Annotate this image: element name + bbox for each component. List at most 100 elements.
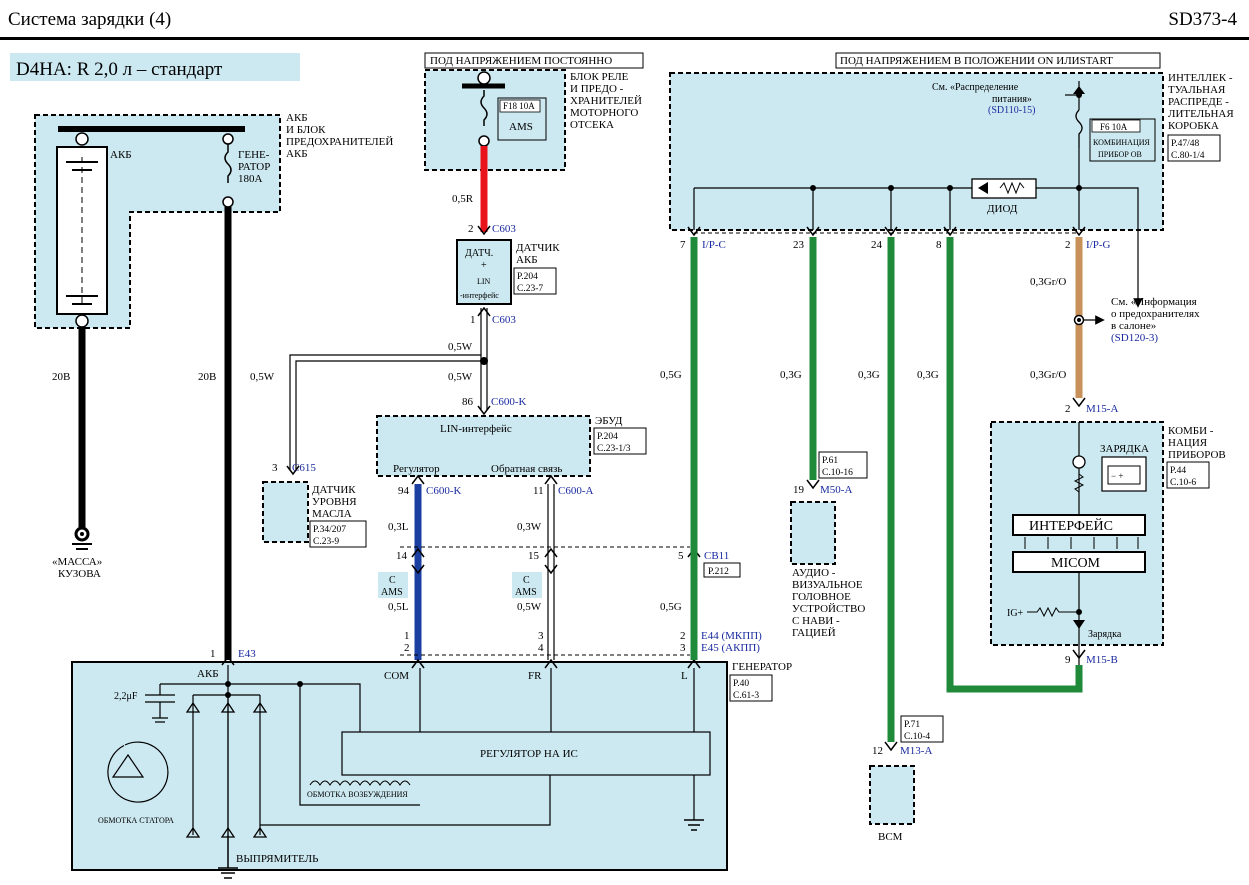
svg-text:24: 24: [871, 239, 883, 251]
svg-text:P.61: P.61: [822, 456, 838, 466]
svg-text:AMS: AMS: [381, 587, 403, 598]
svg-text:P.47/48: P.47/48: [1171, 139, 1199, 149]
svg-text:АКБ: АКБ: [286, 112, 308, 124]
svg-text:Регулятор: Регулятор: [393, 463, 440, 475]
svg-text:AMS: AMS: [515, 587, 537, 598]
svg-text:И БЛОК: И БЛОК: [286, 124, 326, 136]
svg-text:ПРИБОР ОВ: ПРИБОР ОВ: [1098, 150, 1142, 159]
battery-sensor: ДАТЧ. + LIN -интерфейс ДАТЧИК АКБ P.204 …: [456, 239, 560, 305]
svg-text:ТУАЛЬНАЯ: ТУАЛЬНАЯ: [1168, 84, 1226, 96]
svg-text:0,5G: 0,5G: [660, 601, 682, 613]
svg-text:19: 19: [793, 484, 805, 496]
engine-label-bg: [10, 53, 300, 81]
svg-text:14: 14: [396, 550, 408, 562]
svg-text:94: 94: [398, 485, 410, 497]
svg-text:7: 7: [680, 239, 686, 251]
svg-text:3: 3: [680, 642, 686, 654]
wire-white-fr: [547, 484, 555, 660]
svg-text:0,5W: 0,5W: [448, 371, 473, 383]
svg-text:P.44: P.44: [1170, 466, 1186, 476]
svg-text:L: L: [681, 670, 688, 682]
svg-text:MICOM: MICOM: [1051, 556, 1101, 571]
svg-text:ПОД НАПРЯЖЕНИЕМ В ПОЛОЖЕНИИ O: ПОД НАПРЯЖЕНИЕМ В ПОЛОЖЕНИИ ON ИЛИSTART: [840, 55, 1113, 67]
battery-fuse-block: АКБ ГЕНЕ- РАТОР 180A АКБ И БЛОК ПРЕДОХРА…: [34, 112, 393, 329]
svg-text:C.23-9: C.23-9: [313, 537, 339, 547]
page-header: Система зарядки (4) SD373-4: [0, 0, 1249, 40]
oil-level-sensor: ДАТЧИК УРОВНЯ МАСЛА P.34/207 C.23-9: [262, 481, 367, 548]
svg-text:P.34/207: P.34/207: [313, 525, 346, 535]
svg-text:C: C: [523, 575, 530, 586]
svg-text:CB11: CB11: [704, 550, 729, 562]
engine-label: D4HA: R 2,0 л – стандарт: [16, 59, 223, 80]
svg-text:ГЕНЕ-: ГЕНЕ-: [238, 149, 270, 161]
svg-text:23: 23: [793, 239, 805, 251]
svg-text:0,5G: 0,5G: [660, 369, 682, 381]
svg-text:P.204: P.204: [597, 432, 618, 442]
wire-white-lin: [289, 308, 488, 470]
svg-text:И ПРЕДО -: И ПРЕДО -: [570, 83, 624, 95]
svg-text:+: +: [481, 260, 487, 271]
svg-text:M15-B: M15-B: [1086, 654, 1118, 666]
svg-text:AMS: AMS: [509, 121, 533, 133]
audio-head-unit: АУДИО - ВИЗУАЛЬНОЕ ГОЛОВНОЕ УСТРОЙСТВО С…: [790, 501, 865, 639]
svg-text:M13-A: M13-A: [900, 745, 932, 757]
svg-text:ЗАРЯДКА: ЗАРЯДКА: [1100, 443, 1149, 455]
svg-text:РЕГУЛЯТОР НА ИС: РЕГУЛЯТОР НА ИС: [480, 748, 578, 760]
svg-text:C600-A: C600-A: [558, 485, 594, 497]
svg-text:0,5W: 0,5W: [517, 601, 542, 613]
svg-text:Обратная связь: Обратная связь: [491, 463, 562, 475]
ic-regulator: [341, 731, 711, 776]
svg-text:1: 1: [210, 648, 216, 660]
svg-text:0,3G: 0,3G: [858, 369, 880, 381]
svg-text:КОМБИНАЦИЯ: КОМБИНАЦИЯ: [1093, 138, 1151, 147]
svg-text:(SD110-15): (SD110-15): [988, 105, 1035, 116]
svg-text:АКБ: АКБ: [516, 254, 538, 266]
svg-text:АУДИО -: АУДИО -: [792, 567, 836, 579]
svg-text:C.10-16: C.10-16: [822, 468, 853, 478]
svg-text:0,5R: 0,5R: [452, 193, 474, 205]
svg-text:ПРИБОРОВ: ПРИБОРОВ: [1168, 449, 1226, 461]
svg-text:КОРОБКА: КОРОБКА: [1168, 120, 1219, 132]
svg-text:АКБ: АКБ: [286, 148, 308, 160]
svg-text:C.23-7: C.23-7: [517, 284, 543, 294]
svg-text:2: 2: [404, 642, 410, 654]
svg-text:86: 86: [462, 396, 474, 408]
svg-text:C600-K: C600-K: [426, 485, 462, 497]
svg-text:ОТСЕКА: ОТСЕКА: [570, 119, 614, 131]
svg-text:«МАССА»: «МАССА»: [52, 556, 102, 568]
svg-text:C615: C615: [292, 462, 316, 474]
svg-text:0,5W: 0,5W: [448, 341, 473, 353]
svg-text:0,3Gr/O: 0,3Gr/O: [1030, 276, 1066, 288]
svg-text:I/P-C: I/P-C: [702, 239, 726, 251]
svg-text:C.80-1/4: C.80-1/4: [1171, 151, 1205, 161]
svg-text:BCM: BCM: [878, 831, 903, 843]
svg-text:F6 10A: F6 10A: [1100, 122, 1128, 132]
svg-text:о предохранителях: о предохранителях: [1111, 308, 1200, 320]
svg-text:ЭБУД: ЭБУД: [595, 415, 623, 427]
svg-text:IG+: IG+: [1007, 608, 1024, 619]
svg-text:C603: C603: [492, 223, 516, 235]
svg-text:АКБ: АКБ: [197, 668, 219, 680]
svg-text:3: 3: [272, 462, 278, 474]
svg-text:LIN: LIN: [477, 277, 491, 286]
ams-fuse-icon: [480, 90, 488, 126]
field-winding-icon: [309, 780, 411, 786]
engine-relay-box: F18 10A AMS БЛОК РЕЛЕ И ПРЕДО - ХРАНИТЕЛ…: [424, 69, 642, 171]
svg-text:180A: 180A: [238, 173, 263, 185]
smart-junction-box: См. «Распределение питания» (SD110-15) F…: [669, 72, 1234, 231]
svg-text:ДАТЧИК: ДАТЧИК: [516, 242, 560, 254]
svg-text:2: 2: [468, 223, 474, 235]
svg-text:0,3G: 0,3G: [917, 369, 939, 381]
svg-text:ЛИТЕЛЬНАЯ: ЛИТЕЛЬНАЯ: [1168, 108, 1234, 120]
svg-text:0,3Gr/O: 0,3Gr/O: [1030, 369, 1066, 381]
svg-text:P.212: P.212: [708, 567, 729, 577]
svg-text:-интерфейс: -интерфейс: [460, 291, 499, 300]
svg-text:питания»: питания»: [992, 94, 1032, 105]
svg-text:15: 15: [528, 550, 540, 562]
svg-text:0,5L: 0,5L: [388, 601, 409, 613]
svg-text:C: C: [389, 575, 396, 586]
svg-text:РАТОР: РАТОР: [238, 161, 270, 173]
svg-text:5: 5: [678, 550, 684, 562]
svg-text:1: 1: [404, 630, 410, 642]
